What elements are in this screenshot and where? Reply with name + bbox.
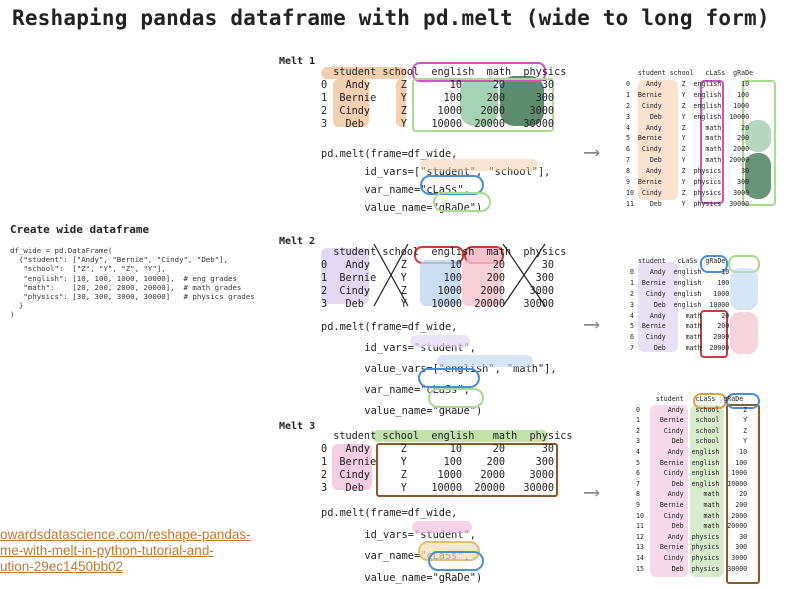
melt1-arrow-icon: ⟶: [585, 140, 599, 165]
melt3-arrow-icon: ⟶: [585, 480, 599, 505]
physics-cross-b: [502, 243, 546, 307]
melt2-long-table: student cLaSs gRaDe 0 Andy english 10 1 …: [630, 257, 730, 353]
melt3-grade-col-box: [726, 404, 760, 584]
source-link[interactable]: owardsdatascience.com/reshape-pandas- me…: [0, 527, 251, 574]
melt2-english-values-highlight: [420, 260, 460, 306]
melt1-school-col-highlight: [396, 79, 406, 127]
melt2-varname-circle: [418, 368, 480, 388]
melt1-math-highlight: [460, 78, 498, 126]
melt3-grade-header-circle: [726, 393, 760, 409]
create-heading: Create wide dataframe: [10, 223, 150, 236]
melt1-wide-table: student school english math physics 0 An…: [321, 67, 567, 130]
melt3-valuename-circle: [428, 551, 484, 571]
melt3-idvars-highlight: [412, 521, 472, 533]
melt2-math-values-highlight: [462, 260, 502, 306]
melt2-student-highlight: [321, 248, 369, 304]
melt3-student-highlight: [332, 444, 372, 490]
melt3-long-student-highlight: [650, 405, 688, 577]
page-title: Reshaping pandas dataframe with pd.melt …: [12, 6, 770, 30]
melt2-long-eng-highlight: [730, 268, 758, 310]
melt1-long-id-highlight: [638, 80, 678, 200]
melt3-values-box: [376, 443, 558, 497]
melt1-grade-col-box: [742, 80, 776, 206]
melt3-wide-table: student school english math physics 0 An…: [321, 431, 573, 494]
melt1-label: Melt 1: [279, 56, 316, 67]
melt1-long-physics-highlight: [745, 153, 771, 199]
melt3-label: Melt 3: [279, 421, 316, 432]
school-cross-b: [373, 243, 409, 307]
melt1-long-table: student school cLaSs gRaDe 0 Andy Z engl…: [626, 69, 754, 208]
melt2-valuename-circle: [428, 388, 484, 408]
melt1-class-col-box: [700, 80, 724, 204]
melt1-student-school-highlight: [321, 67, 407, 79]
melt1-idvars-highlight: [420, 159, 538, 171]
melt3-header-highlight: [372, 430, 548, 442]
melt2-math-rows-box: [700, 310, 728, 358]
melt3-long-table: student cLaSs gRaDe 0 Andy school Z 1 Be…: [636, 395, 748, 573]
create-code: df_wide = pd.DataFrame( {"student": ["An…: [10, 246, 255, 320]
melt1-value-cols-circle: [412, 62, 546, 82]
melt3-long-class-highlight: [690, 405, 724, 577]
melt2-wide-table: student school english math physics 0 An…: [321, 247, 567, 310]
melt2-class-header-circle: [700, 255, 728, 273]
melt1-names-highlight: [333, 79, 369, 127]
melt1-values-box: [412, 78, 554, 132]
melt1-valuename-circle: [433, 192, 491, 212]
melt2-arrow-icon: ⟶: [585, 312, 599, 337]
melt2-long-student-highlight: [638, 262, 678, 352]
melt2-valuevars-highlight: [437, 355, 533, 367]
melt1-varname-circle: [420, 175, 484, 195]
melt2-long-math-highlight: [730, 312, 758, 354]
melt2-idvars-highlight: [410, 335, 470, 347]
melt1-long-math-highlight: [745, 120, 771, 152]
melt1-physics-highlight: [500, 76, 544, 126]
melt2-label: Melt 2: [279, 236, 316, 247]
